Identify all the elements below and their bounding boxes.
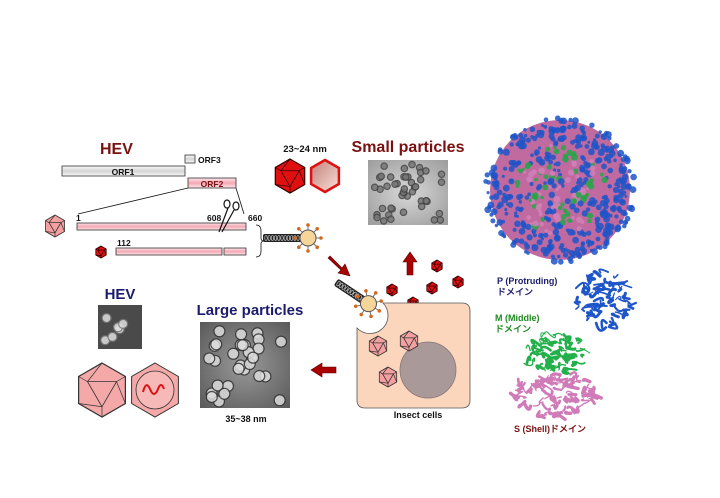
native-hev-section: HEV [77, 286, 179, 418]
arrow-up-icon [402, 251, 418, 276]
nucleus [399, 341, 457, 399]
small-particles-title: Small particles [352, 139, 465, 156]
pos-112: 112 [117, 238, 131, 248]
orf2-cleaved-fragment [223, 247, 247, 256]
orf1-label: ORF1 [112, 167, 135, 177]
orf2-full-bar [76, 222, 247, 231]
icosahedron-large-pink-icon [45, 214, 65, 238]
large-particles-section: Large particles 35~38 nm [197, 302, 304, 424]
icosahedron-capsid-icon [77, 362, 127, 418]
orf3-label: ORF3 [198, 155, 221, 165]
virion-with-rna-icon [131, 362, 179, 418]
large-size-label: 35~38 nm [225, 414, 266, 424]
orf3-bar [184, 154, 196, 164]
pos-1: 1 [76, 213, 81, 223]
protein-domain-structure: P (Protruding) ドメイン M (Middle) ドメイン S (S… [495, 268, 638, 434]
large-particles-title: Large particles [197, 302, 304, 319]
pos-660: 660 [248, 213, 262, 223]
arrow-left-icon [310, 362, 337, 378]
baculovirus-entering-icon [334, 279, 384, 319]
genome-map: HEV ORF3 ORF1 ORF2 1 608 660 112 [45, 141, 265, 259]
orf2-bar [187, 177, 237, 189]
small-size-label: 23~24 nm [283, 144, 327, 155]
p-domain-suffix: ドメイン [497, 287, 533, 297]
orf1-bar [61, 165, 186, 177]
genome-title: HEV [100, 141, 133, 158]
baculovirus-icon [263, 223, 323, 253]
icosahedron-small-red-icon [95, 245, 107, 259]
insect-cells-label: Insect cells [394, 410, 443, 420]
orf2-label: ORF2 [201, 179, 224, 189]
s-domain-label: S (Shell)ドメイン [514, 424, 586, 434]
icosahedron-red-icon [274, 158, 306, 194]
p-domain-label: P (Protruding) [497, 276, 557, 286]
bracket [255, 224, 265, 258]
pos-608: 608 [207, 213, 221, 223]
m-domain-suffix: ドメイン [495, 324, 531, 334]
hexagon-shell-icon [309, 158, 341, 194]
scissors-icon [218, 199, 240, 233]
arrow-down-right-icon [327, 255, 351, 277]
native-hev-title: HEV [105, 286, 136, 303]
capsid-3d-structure [483, 115, 637, 265]
orf2-truncated-bar [115, 247, 223, 256]
insect-cell: Insect cells [356, 302, 471, 420]
m-domain-label: M (Middle) [495, 313, 540, 323]
